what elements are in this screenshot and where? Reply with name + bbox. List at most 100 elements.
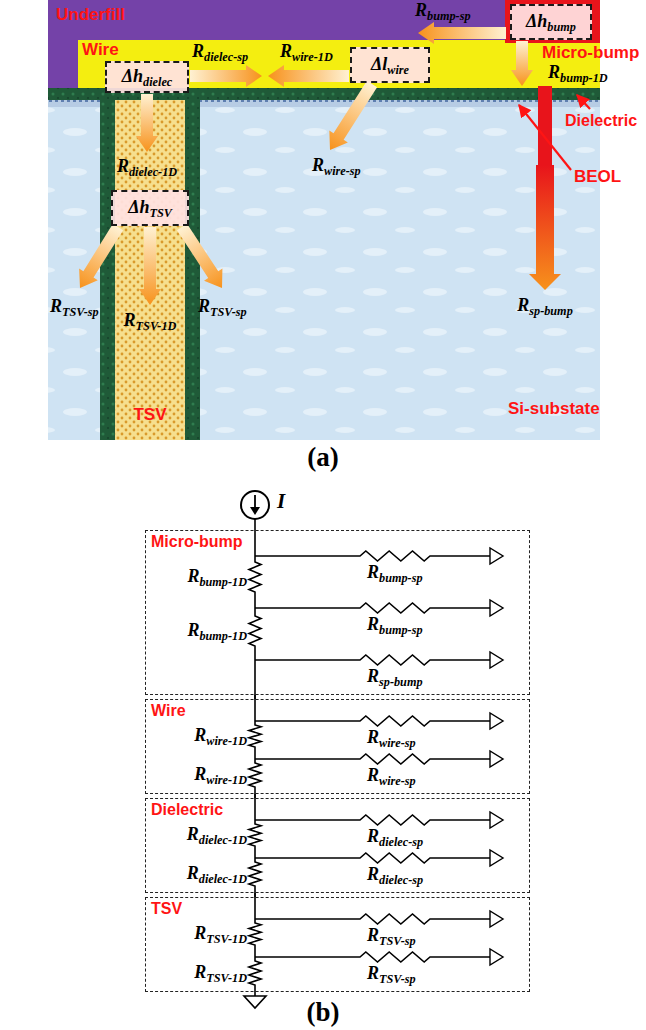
symbol-subscript: dielec-1D <box>199 872 247 886</box>
resistance-label: Rdielec-1D <box>187 864 247 884</box>
element-box: Δhdielec <box>105 61 189 93</box>
symbol-main: R <box>367 765 379 785</box>
symbol-main: R <box>194 764 206 784</box>
leader-arrow <box>519 105 571 170</box>
region-heading: Dielectric <box>151 801 223 819</box>
symbol-main: R <box>367 666 379 686</box>
resistance-label: Rwire-1D <box>280 42 333 62</box>
leader-arrow <box>577 95 590 109</box>
material-label: Underfill <box>56 6 125 25</box>
element-label: Δhdielec <box>122 67 173 87</box>
resistance-label: RTSV-sp <box>367 964 416 984</box>
symbol-subscript: wire-sp <box>324 164 361 178</box>
resistance-label: Rdielec-sp <box>367 827 423 847</box>
symbol-subscript: wire-1D <box>292 50 333 64</box>
current-arrow <box>254 495 256 509</box>
flow-arrow <box>511 41 533 86</box>
micro-bump-shape <box>505 0 600 43</box>
material-label: Dielectric <box>565 112 637 130</box>
symbol-subscript: sp-bump <box>529 304 573 318</box>
symbol-main: R <box>415 0 427 20</box>
resistance-label: Rdielec-sp <box>367 865 423 885</box>
symbol-subscript: bump-sp <box>379 571 423 585</box>
symbol-main: R <box>187 566 199 586</box>
symbol-subscript: wire-1D <box>206 773 247 787</box>
symbol-main: R <box>367 963 379 983</box>
flow-arrow <box>418 22 506 44</box>
panel-label: (a) <box>307 443 338 473</box>
resistance-label: Rwire-sp <box>312 156 361 176</box>
symbol-subscript: wire-sp <box>379 736 416 750</box>
branch-resistor <box>255 716 490 726</box>
ground-symbol <box>244 996 266 1008</box>
tsv-core <box>115 100 185 440</box>
resistance-label: Rdielec-1D <box>117 157 177 177</box>
region-heading: Wire <box>151 702 186 720</box>
symbol-subscript: dielec-sp <box>204 50 248 64</box>
ground-symbol <box>490 812 503 828</box>
resistance-label: Rwire-1D <box>194 726 247 746</box>
symbol-main: R <box>187 620 199 640</box>
flow-arrow <box>529 165 561 290</box>
symbol-subscript: TSV-sp <box>210 305 247 319</box>
symbol-main: R <box>367 562 379 582</box>
symbol-subscript: dielec-sp <box>379 835 423 849</box>
flow-arrow <box>139 227 161 305</box>
tsv-liner <box>100 100 115 440</box>
symbol-main: Δl <box>371 54 387 74</box>
symbol-main: R <box>280 41 292 61</box>
ground-symbol <box>490 600 503 616</box>
symbol-main: R <box>517 295 529 315</box>
symbol-subscript: bump <box>547 20 576 34</box>
current-label: I <box>277 490 285 513</box>
resistance-label: Rbump-sp <box>415 1 471 21</box>
symbol-subscript: TSV-sp <box>379 972 416 986</box>
symbol-main: R <box>367 925 379 945</box>
ground-symbol <box>490 652 503 668</box>
symbol-main: R <box>124 310 136 330</box>
symbol-subscript: sp-bump <box>379 675 423 689</box>
symbol-main: R <box>187 824 199 844</box>
symbol-subscript: bump-sp <box>427 9 471 23</box>
branch-resistor <box>255 952 490 962</box>
ground-symbol <box>490 713 503 729</box>
symbol-subscript: TSV-1D <box>136 319 177 333</box>
current-source <box>241 491 269 519</box>
region-heading: Micro-bump <box>151 533 243 551</box>
symbol-main: R <box>367 864 379 884</box>
ground-symbol <box>490 911 503 927</box>
element-label: ΔhTSV <box>128 198 172 218</box>
resistance-label: RTSV-1D <box>194 963 247 983</box>
symbol-subscript: wire <box>387 63 409 77</box>
symbol-subscript: dielec-1D <box>129 165 177 179</box>
ground-symbol <box>490 751 503 767</box>
resistance-label: RTSV-sp <box>50 297 99 317</box>
element-box: Δlwire <box>350 47 430 83</box>
symbol-main: R <box>548 62 560 82</box>
underfill-layer <box>48 0 600 88</box>
resistance-label: RTSV-sp <box>198 297 247 317</box>
ground-symbol <box>490 850 503 866</box>
region-box: Micro-bump <box>145 530 530 695</box>
symbol-main: R <box>192 41 204 61</box>
symbol-main: R <box>194 923 206 943</box>
branch-resistor <box>255 754 490 764</box>
element-box: ΔhTSV <box>111 190 189 226</box>
resistance-label: Rwire-sp <box>367 728 416 748</box>
material-label: BEOL <box>574 168 621 187</box>
symbol-subscript: TSV-sp <box>62 305 99 319</box>
branch-resistor <box>255 914 490 924</box>
material-label: Wire <box>82 41 119 60</box>
resistance-label: Rbump-1D <box>548 63 608 83</box>
resistance-label: Rbump-sp <box>367 615 423 635</box>
symbol-subscript: bump-1D <box>560 71 608 85</box>
resistance-label: RTSV-1D <box>194 924 247 944</box>
symbol-subscript: TSV-1D <box>206 932 247 946</box>
symbol-main: R <box>187 863 199 883</box>
material-label: Si-substate <box>508 400 600 419</box>
symbol-subscript: wire-sp <box>379 774 416 788</box>
ground-symbol <box>490 949 503 965</box>
region-heading: TSV <box>151 900 182 918</box>
